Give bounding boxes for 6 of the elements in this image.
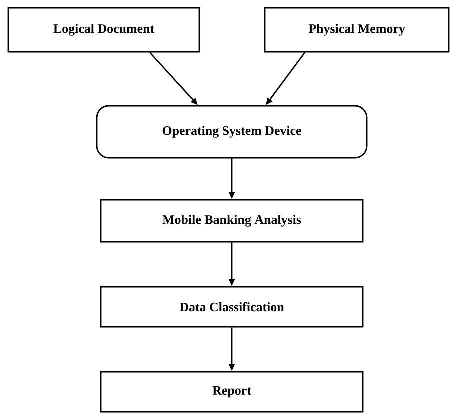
process-box: Report <box>100 371 364 413</box>
process-box: Data Classification <box>100 286 364 328</box>
process-box: Mobile Banking Analysis <box>100 199 364 243</box>
rounded-box: Operating System Device <box>96 105 368 159</box>
process-box: Physical Memory <box>264 7 450 53</box>
process-box: Logical Document <box>8 7 200 53</box>
